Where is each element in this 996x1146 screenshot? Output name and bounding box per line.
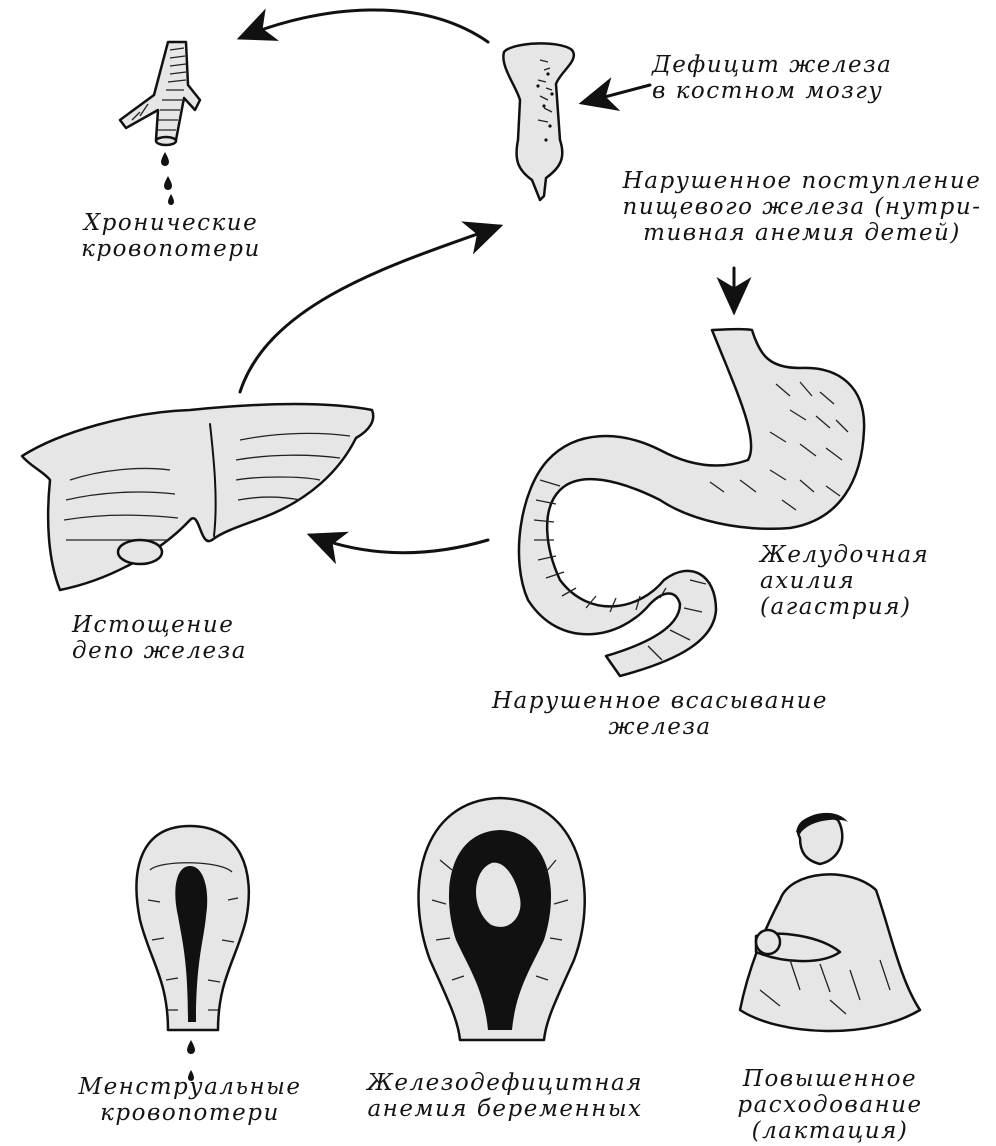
label-gastric-achylia: Желудочная ахилия (агастрия) — [760, 542, 929, 620]
arrow-liver-to-marrow — [240, 226, 500, 392]
label-bone-marrow-deficit: Дефицит железа в костном мозгу — [652, 52, 892, 104]
label-increased-consumption: Повышенное расходование (лактация) — [712, 1066, 948, 1144]
blood-drop-icon — [161, 152, 174, 205]
label-pregnancy-anemia: Железодефицитная анемия беременных — [350, 1070, 660, 1122]
label-impaired-intake: Нарушенное поступление пищевого железа (… — [610, 168, 994, 246]
nursing-mother-icon — [740, 813, 920, 1031]
label-menstrual-loss: Менструальные кровопотери — [60, 1074, 320, 1126]
bone-marrow-icon — [503, 43, 574, 200]
label-depot-depletion: Истощение депо железа — [72, 612, 247, 664]
arrow-label-to-marrow — [582, 85, 650, 103]
uterus-icon — [137, 826, 249, 1081]
label-impaired-absorption: Нарушенное всасывание железа — [470, 688, 850, 740]
pregnant-uterus-icon — [419, 798, 585, 1040]
arrow-stomach-to-liver — [310, 535, 488, 553]
liver-icon — [22, 404, 373, 590]
blood-vessel-icon — [120, 42, 200, 145]
label-chronic-blood-loss: Хронические кровопотери — [66, 210, 276, 262]
stomach-icon — [519, 329, 864, 676]
arrow-marrow-to-bloodloss — [240, 10, 488, 42]
